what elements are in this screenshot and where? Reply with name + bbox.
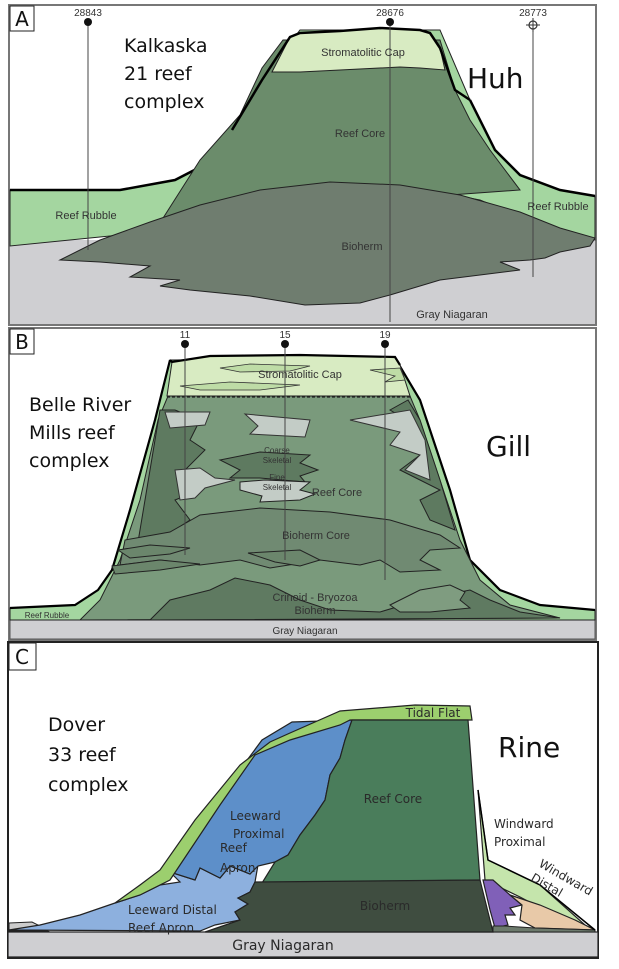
panel-c-label-leeward-prox-4: Apron [220,861,255,875]
panel-a: 28843 28676 28773 Stromatolitic Cap Reef… [8,4,597,326]
panel-a-letter: A [15,7,29,31]
panel-c-bioherm [204,879,494,933]
panel-b-well-label-1: 11 [180,330,191,341]
panel-b-well-label-2: 15 [279,330,291,341]
panel-c-label-leeward-prox-2: Proximal [233,827,284,841]
panel-b-skeletal-patch-3 [349,409,431,481]
panel-a-well-label-1: 28843 [74,8,102,19]
panel-c-name: Rine [498,731,560,764]
panel-c-label-windward-prox-2: Proximal [494,835,545,849]
panel-b-label-coarse-2: Skeletal [263,456,292,465]
panel-c-title-line-1: Dover [48,714,105,736]
panel-b-skeletal-patch-1 [164,411,211,429]
panel-b-title-line-1: Belle River [29,394,131,416]
panel-a-label-cap: Stromatolitic Cap [321,47,405,59]
panel-c-label-leeward-prox-1: Leeward [230,809,281,823]
panel-c-letter-box [8,642,37,671]
panel-b-label-fine-1: Fine [269,473,285,482]
panel-a-label-rubble-right: Reef Rubble [527,201,588,213]
panel-a-name: Huh [467,62,524,95]
panel-b-cap-outline [169,353,401,366]
panel-b-streak-3 [247,549,322,567]
panel-c-title-line-2: 33 reef [48,744,117,766]
panel-b-streak-2 [111,559,201,575]
panel-a-letter-box [9,5,35,32]
panel-a-label-core: Reef Core [335,128,385,140]
panel-b-cap-streak-2 [179,381,301,391]
panel-b-label-core: Reef Core [312,487,362,499]
panel-a-label-bioherm: Bioherm [342,241,383,253]
panel-b-title-line-2: Mills reef [29,422,116,444]
panel-c-label-leeward-dist-1: Leeward Distal [128,903,217,917]
panel-b-label-crinoid-1: Crinoid - Bryozoa [273,592,359,604]
panel-b-label-crinoid-2: Bioherm [295,605,336,617]
panel-b-coarse-skeletal [218,451,320,483]
panel-a-rubble-top-line-right [468,99,596,198]
panel-a-well-label-2: 28676 [376,8,404,19]
panel-b-skeletal-patch-4 [174,467,236,501]
panel-b-bioherm-core [119,507,462,573]
panel-b-cap-streak-3 [369,367,406,383]
panel-b-label-bioherm-core: Bioherm Core [282,530,350,542]
panel-b-label-cap: Stromatolitic Cap [258,369,342,381]
panel-c-tidal-flat [114,704,473,904]
panel-c-label-leeward-dist-2: Reef Apron [128,921,194,935]
panel-b-label-coarse-1: Coarse [264,446,290,455]
panel-a-well-marker-1 [84,18,92,26]
panel-b-label-fine-2: Skeletal [263,483,292,492]
panel-b-title-line-3: complex [29,450,110,472]
panel-b-crinoid-light-patch [389,584,472,613]
panel-c-label-tidal: Tidal Flat [405,706,461,720]
panel-b-name: Gill [486,430,531,463]
panel-c-windward-purple [482,879,524,929]
panel-c-label-core: Reef Core [364,792,422,806]
panel-b-skeletal-patch-2 [243,413,311,438]
panel-a-title-line-2: 21 reef [124,63,193,85]
panel-c-label-leeward-prox-3: Reef [220,841,248,855]
panel-b-well-label-3: 19 [379,330,391,341]
panel-b-well-marker-1 [181,340,189,348]
panel-c-label-bioherm: Bioherm [360,899,410,913]
panel-b-letter: B [15,330,29,354]
panel-a-title-line-3: complex [124,91,205,113]
panel-b-letter-box [9,328,35,355]
panel-b-well-marker-3 [381,340,389,348]
panel-c-letter: C [15,645,29,669]
panel-b-fine-skeletal [239,479,317,503]
panel-a-well-marker-2 [386,18,394,26]
panel-b-outer-outline [9,359,172,610]
panel-a-title-line-1: Kalkaska [124,35,208,57]
panel-c: Tidal Flat Reef Core Leeward Proximal Re… [7,641,599,959]
panel-b-label-base: Gray Niagaran [272,626,337,637]
panel-b: 11 15 19 Stromatolitic Cap Coarse Skelet… [8,327,597,641]
panel-b-cap-streak-1 [219,363,311,373]
panel-c-label-windward-prox-1: Windward [494,817,554,831]
panel-c-label-base: Gray Niagaran [232,938,334,954]
panel-a-cap-outline [230,26,471,131]
panel-b-well-marker-2 [281,340,289,348]
panel-c-title-line-3: complex [48,774,129,796]
panel-b-label-rubble: Reef Rubble [25,611,70,620]
panel-a-label-base: Gray Niagaran [416,309,488,321]
panel-a-well-label-3: 28773 [519,8,547,19]
panel-c-gray-niagaran [7,931,599,958]
panel-c-windward-edge [477,789,596,931]
panel-b-streak-1 [116,544,191,559]
panel-a-bioherm [58,181,596,306]
panel-a-label-rubble-left: Reef Rubble [55,210,116,222]
